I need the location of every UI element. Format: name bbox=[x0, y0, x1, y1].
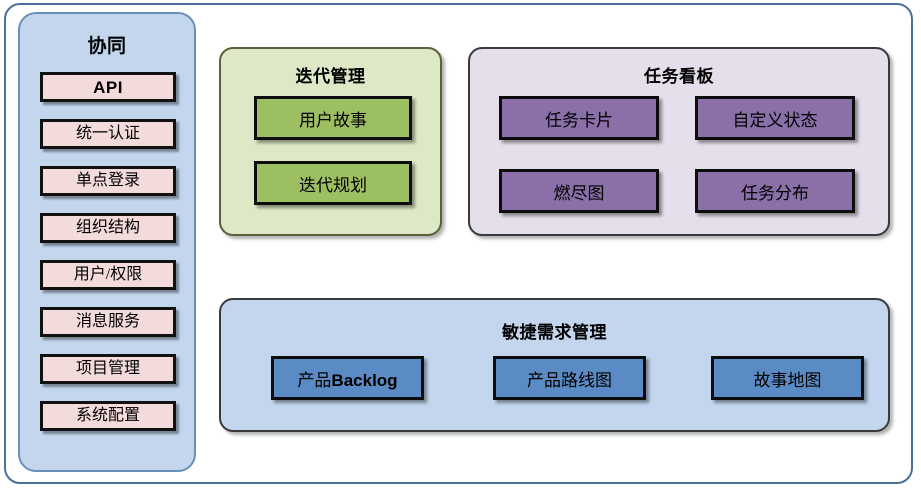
box-story-map[interactable]: 故事地图 bbox=[711, 356, 864, 400]
sidebar-panel-collaboration[interactable]: 协同 API 统一认证 单点登录 组织结构 用户/权限 消息服务 项目管理 系统… bbox=[18, 12, 196, 472]
sidebar-item-single-sign-on[interactable]: 单点登录 bbox=[40, 166, 176, 196]
panel-iteration-management[interactable]: 迭代管理 用户故事 迭代规划 bbox=[219, 47, 442, 236]
box-product-backlog[interactable]: 产品Backlog bbox=[271, 356, 424, 400]
sidebar-item-user-permission[interactable]: 用户/权限 bbox=[40, 260, 176, 290]
sidebar-item-api[interactable]: API bbox=[40, 72, 176, 102]
box-custom-status[interactable]: 自定义状态 bbox=[695, 96, 855, 140]
panel-agile-requirements[interactable]: 敏捷需求管理 产品Backlog 产品路线图 故事地图 bbox=[219, 298, 890, 432]
panel-task-board[interactable]: 任务看板 任务卡片 自定义状态 燃尽图 任务分布 bbox=[468, 47, 890, 236]
panel-title-task-board: 任务看板 bbox=[644, 67, 714, 86]
box-task-card[interactable]: 任务卡片 bbox=[499, 96, 659, 140]
box-task-distribution[interactable]: 任务分布 bbox=[695, 169, 855, 213]
box-user-story[interactable]: 用户故事 bbox=[254, 96, 412, 140]
box-product-backlog-label: 产品Backlog bbox=[297, 370, 398, 390]
sidebar-item-system-config[interactable]: 系统配置 bbox=[40, 401, 176, 431]
sidebar-item-org-structure[interactable]: 组织结构 bbox=[40, 213, 176, 243]
sidebar-title: 协同 bbox=[87, 36, 127, 57]
sidebar-item-unified-auth[interactable]: 统一认证 bbox=[40, 119, 176, 149]
sidebar-item-message-service[interactable]: 消息服务 bbox=[40, 307, 176, 337]
box-iteration-planning[interactable]: 迭代规划 bbox=[254, 161, 412, 205]
box-product-roadmap[interactable]: 产品路线图 bbox=[493, 356, 646, 400]
box-burndown-chart[interactable]: 燃尽图 bbox=[499, 169, 659, 213]
panel-title-agile-requirements: 敏捷需求管理 bbox=[502, 323, 607, 342]
panel-title-iteration-management: 迭代管理 bbox=[295, 67, 366, 86]
sidebar-item-project-management[interactable]: 项目管理 bbox=[40, 354, 176, 384]
